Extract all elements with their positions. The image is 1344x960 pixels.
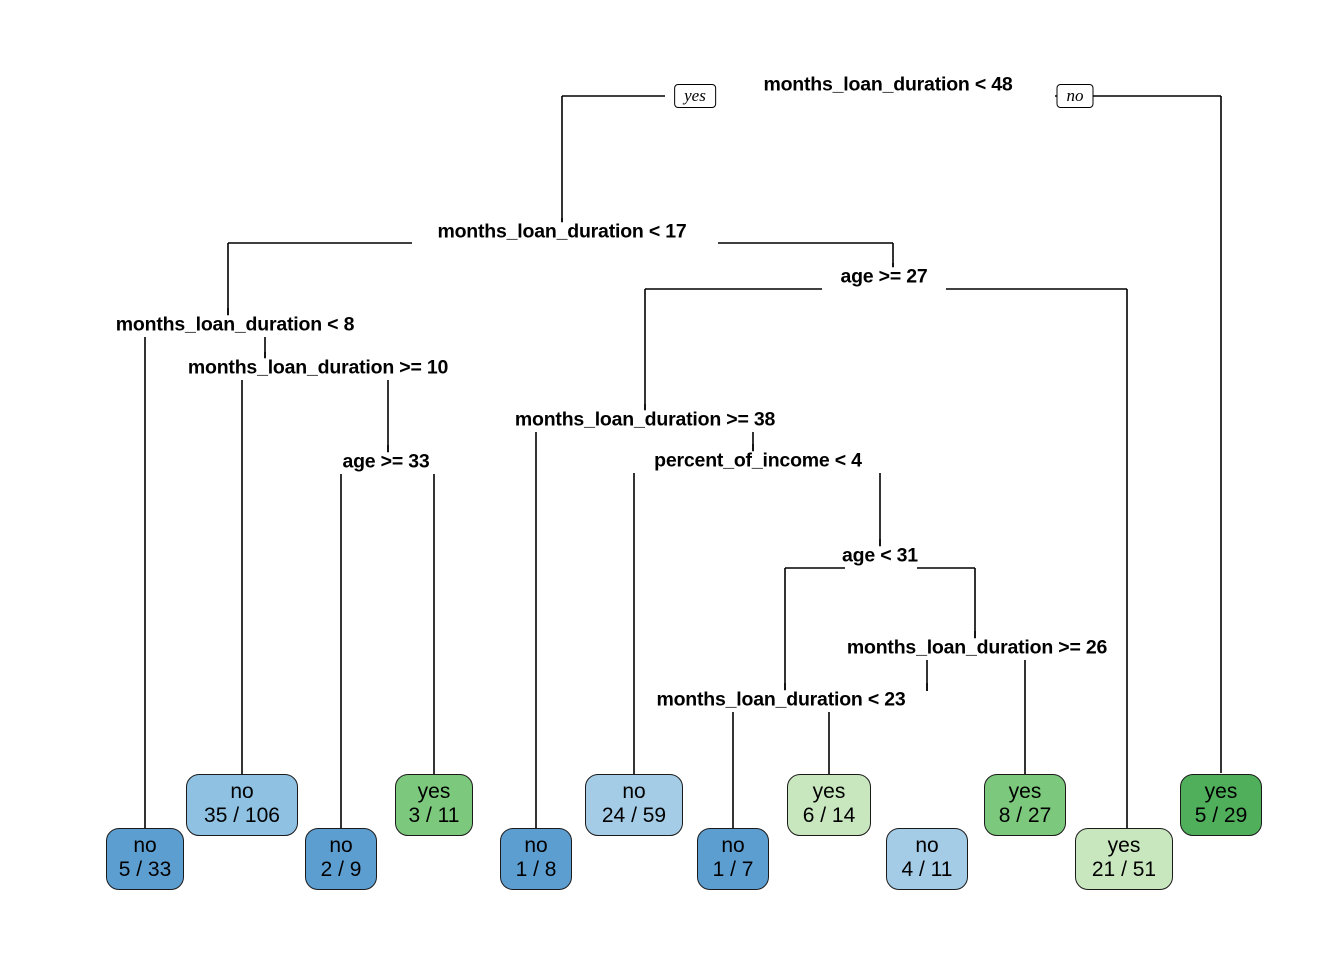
leaf-class: yes (1204, 780, 1238, 804)
leaf-class: yes (1008, 780, 1042, 804)
leaf-counts: 1 / 7 (712, 858, 754, 881)
leaf-counts: 8 / 27 (998, 804, 1052, 827)
leaf-counts: 4 / 11 (901, 858, 953, 881)
branch-label-no: no (1056, 84, 1094, 108)
leaf-counts: 6 / 14 (802, 804, 856, 827)
leaf-class: no (230, 780, 254, 804)
leaf-class: no (133, 834, 157, 858)
branch-label-yes: yes (674, 84, 716, 108)
leaf-node[interactable]: no 1 / 8 (500, 828, 572, 890)
leaf-counts: 2 / 9 (320, 858, 362, 881)
split-node-months_loan_duration-ge-26[interactable]: months_loan_duration >= 26 (842, 638, 1112, 658)
leaf-class: no (721, 834, 745, 858)
split-node-months_loan_duration-lt-48[interactable]: months_loan_duration < 48 (759, 75, 1017, 95)
leaf-node[interactable]: yes 21 / 51 (1075, 828, 1173, 890)
leaf-node[interactable]: no 1 / 7 (697, 828, 769, 890)
split-node-age-ge-33[interactable]: age >= 33 (338, 452, 434, 472)
split-node-months_loan_duration-lt-8[interactable]: months_loan_duration < 8 (111, 315, 359, 335)
leaf-node[interactable]: no 2 / 9 (305, 828, 377, 890)
leaf-counts: 5 / 29 (1194, 804, 1248, 827)
leaf-node[interactable]: yes 5 / 29 (1180, 774, 1262, 836)
leaf-node[interactable]: no 35 / 106 (186, 774, 298, 836)
leaf-counts: 5 / 33 (118, 858, 172, 881)
split-node-age-ge-27[interactable]: age >= 27 (836, 267, 932, 287)
leaf-counts: 24 / 59 (601, 804, 667, 827)
split-node-months_loan_duration-lt-23[interactable]: months_loan_duration < 23 (652, 690, 910, 710)
leaf-node[interactable]: yes 8 / 27 (984, 774, 1066, 836)
leaf-counts: 21 / 51 (1091, 858, 1157, 881)
leaf-counts: 1 / 8 (515, 858, 557, 881)
leaf-class: yes (812, 780, 846, 804)
split-node-months_loan_duration-ge-38[interactable]: months_loan_duration >= 38 (510, 410, 780, 430)
leaf-counts: 35 / 106 (204, 804, 280, 827)
leaf-node[interactable]: no 4 / 11 (886, 828, 968, 890)
leaf-class: yes (1107, 834, 1141, 858)
leaf-node[interactable]: no 24 / 59 (585, 774, 683, 836)
leaf-node[interactable]: no 5 / 33 (106, 828, 184, 890)
leaf-class: yes (417, 780, 451, 804)
leaf-node[interactable]: yes 6 / 14 (787, 774, 871, 836)
leaf-class: no (524, 834, 548, 858)
leaf-class: no (329, 834, 353, 858)
leaf-class: no (622, 780, 646, 804)
split-node-percent_of_income-lt-4[interactable]: percent_of_income < 4 (650, 451, 866, 471)
split-node-months_loan_duration-lt-17[interactable]: months_loan_duration < 17 (433, 222, 691, 242)
leaf-counts: 3 / 11 (408, 804, 460, 827)
leaf-class: no (915, 834, 939, 858)
split-node-months_loan_duration-ge-10[interactable]: months_loan_duration >= 10 (183, 358, 453, 378)
leaf-node[interactable]: yes 3 / 11 (395, 774, 473, 836)
split-node-age-lt-31[interactable]: age < 31 (838, 546, 922, 566)
